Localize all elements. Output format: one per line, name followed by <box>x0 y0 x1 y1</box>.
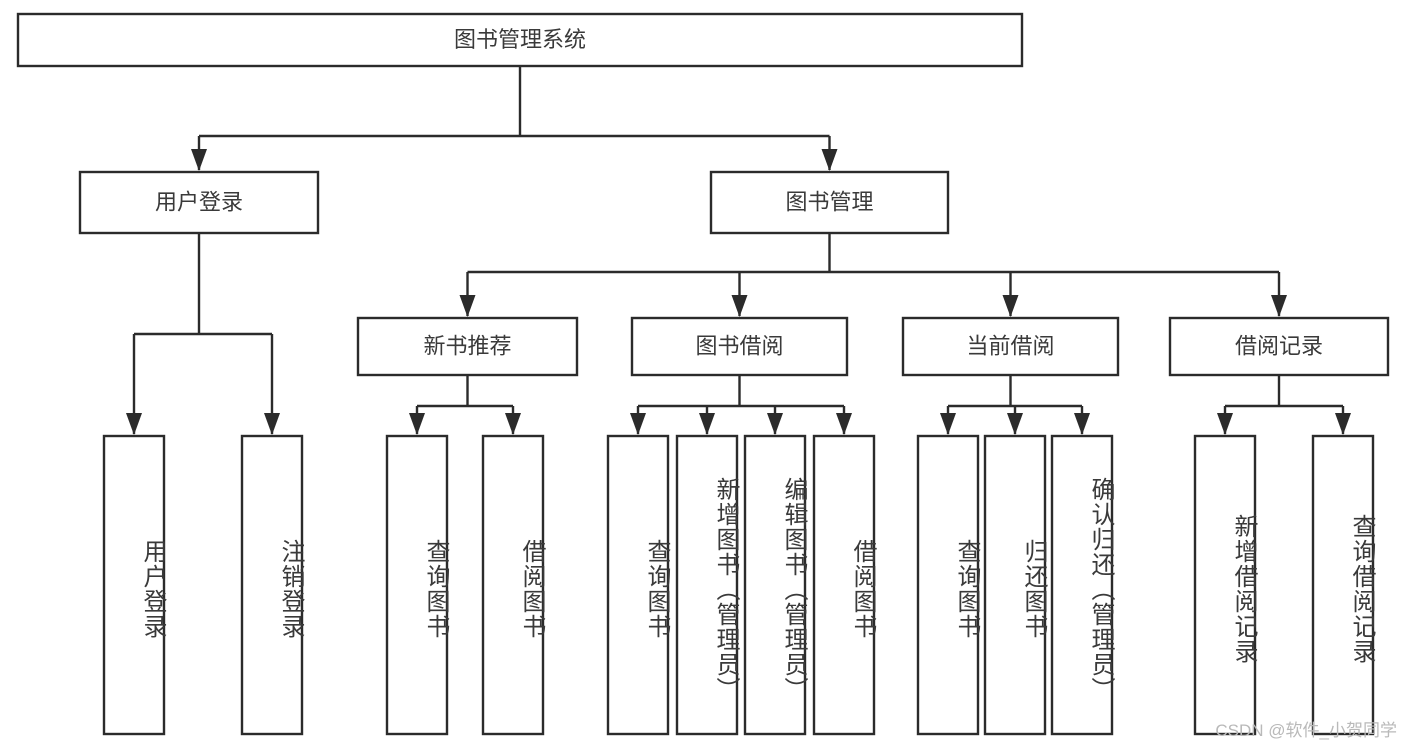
node-box-leaf-user-login[interactable] <box>102 434 166 736</box>
arrow-head-icon-leaf-edit-book <box>767 413 783 435</box>
node-box-leaf-edit-book[interactable] <box>743 434 807 736</box>
connectors-layer <box>126 66 1351 435</box>
arrow-head-icon-leaf-return-book <box>1007 413 1023 435</box>
node-box-root[interactable] <box>16 12 1024 68</box>
node-label-borrow-record: 借阅记录 <box>1235 333 1323 358</box>
arrow-head-icon-leaf-query-book-3 <box>940 413 956 435</box>
arrow-head-icon-leaf-add-book <box>699 413 715 435</box>
node-label-book-borrow: 图书借阅 <box>695 333 783 358</box>
node-label-new-book-recommend: 新书推荐 <box>423 333 511 358</box>
node-box-new-book-recommend[interactable] <box>356 316 579 377</box>
arrow-head-icon-l2-3 <box>1271 295 1287 317</box>
node-label-root: 图书管理系统 <box>454 27 586 52</box>
node-box-user-login[interactable] <box>78 170 320 235</box>
node-label-book-manage: 图书管理 <box>785 189 873 214</box>
arrow-head-icon-leaf-query-record <box>1335 413 1351 435</box>
arrow-head-icon-l2-2 <box>1002 295 1019 317</box>
node-box-leaf-query-book-2[interactable] <box>606 434 670 736</box>
node-box-leaf-add-record[interactable] <box>1193 434 1257 736</box>
node-box-leaf-query-book-1[interactable] <box>385 434 449 736</box>
node-box-borrow-record[interactable] <box>1168 316 1390 377</box>
boxes-layer <box>16 12 1390 736</box>
node-box-current-borrow[interactable] <box>901 316 1120 377</box>
node-box-leaf-borrow-book-1[interactable] <box>481 434 545 736</box>
arrow-head-icon-l2-1 <box>731 295 748 317</box>
node-box-book-borrow[interactable] <box>630 316 849 377</box>
node-box-leaf-query-book-3[interactable] <box>916 434 980 736</box>
arrow-head-icon-l2-0 <box>459 295 476 317</box>
arrow-head-icon-leaf-logout <box>264 413 280 435</box>
node-box-leaf-borrow-book-2[interactable] <box>812 434 876 736</box>
node-label-user-login: 用户登录 <box>155 189 243 214</box>
node-box-book-manage[interactable] <box>709 170 950 235</box>
node-box-leaf-add-book[interactable] <box>675 434 739 736</box>
arrow-head-icon-l1-0 <box>191 149 207 171</box>
arrow-head-icon-l1-1 <box>821 149 838 171</box>
arrow-head-icon-leaf-query-book-1 <box>409 413 425 435</box>
arrow-head-icon-leaf-add-record <box>1217 413 1233 435</box>
node-box-leaf-confirm-return[interactable] <box>1050 434 1114 736</box>
node-label-current-borrow: 当前借阅 <box>966 333 1054 358</box>
node-box-leaf-query-record[interactable] <box>1311 434 1375 736</box>
node-box-leaf-return-book[interactable] <box>983 434 1047 736</box>
arrow-head-icon-leaf-user-login <box>126 413 142 435</box>
arrow-head-icon-leaf-confirm-return <box>1074 413 1090 435</box>
node-box-leaf-logout[interactable] <box>240 434 304 736</box>
arrow-head-icon-leaf-borrow-book-1 <box>505 413 521 435</box>
arrow-head-icon-leaf-borrow-book-2 <box>836 413 852 435</box>
arrow-head-icon-leaf-query-book-2 <box>630 413 646 435</box>
